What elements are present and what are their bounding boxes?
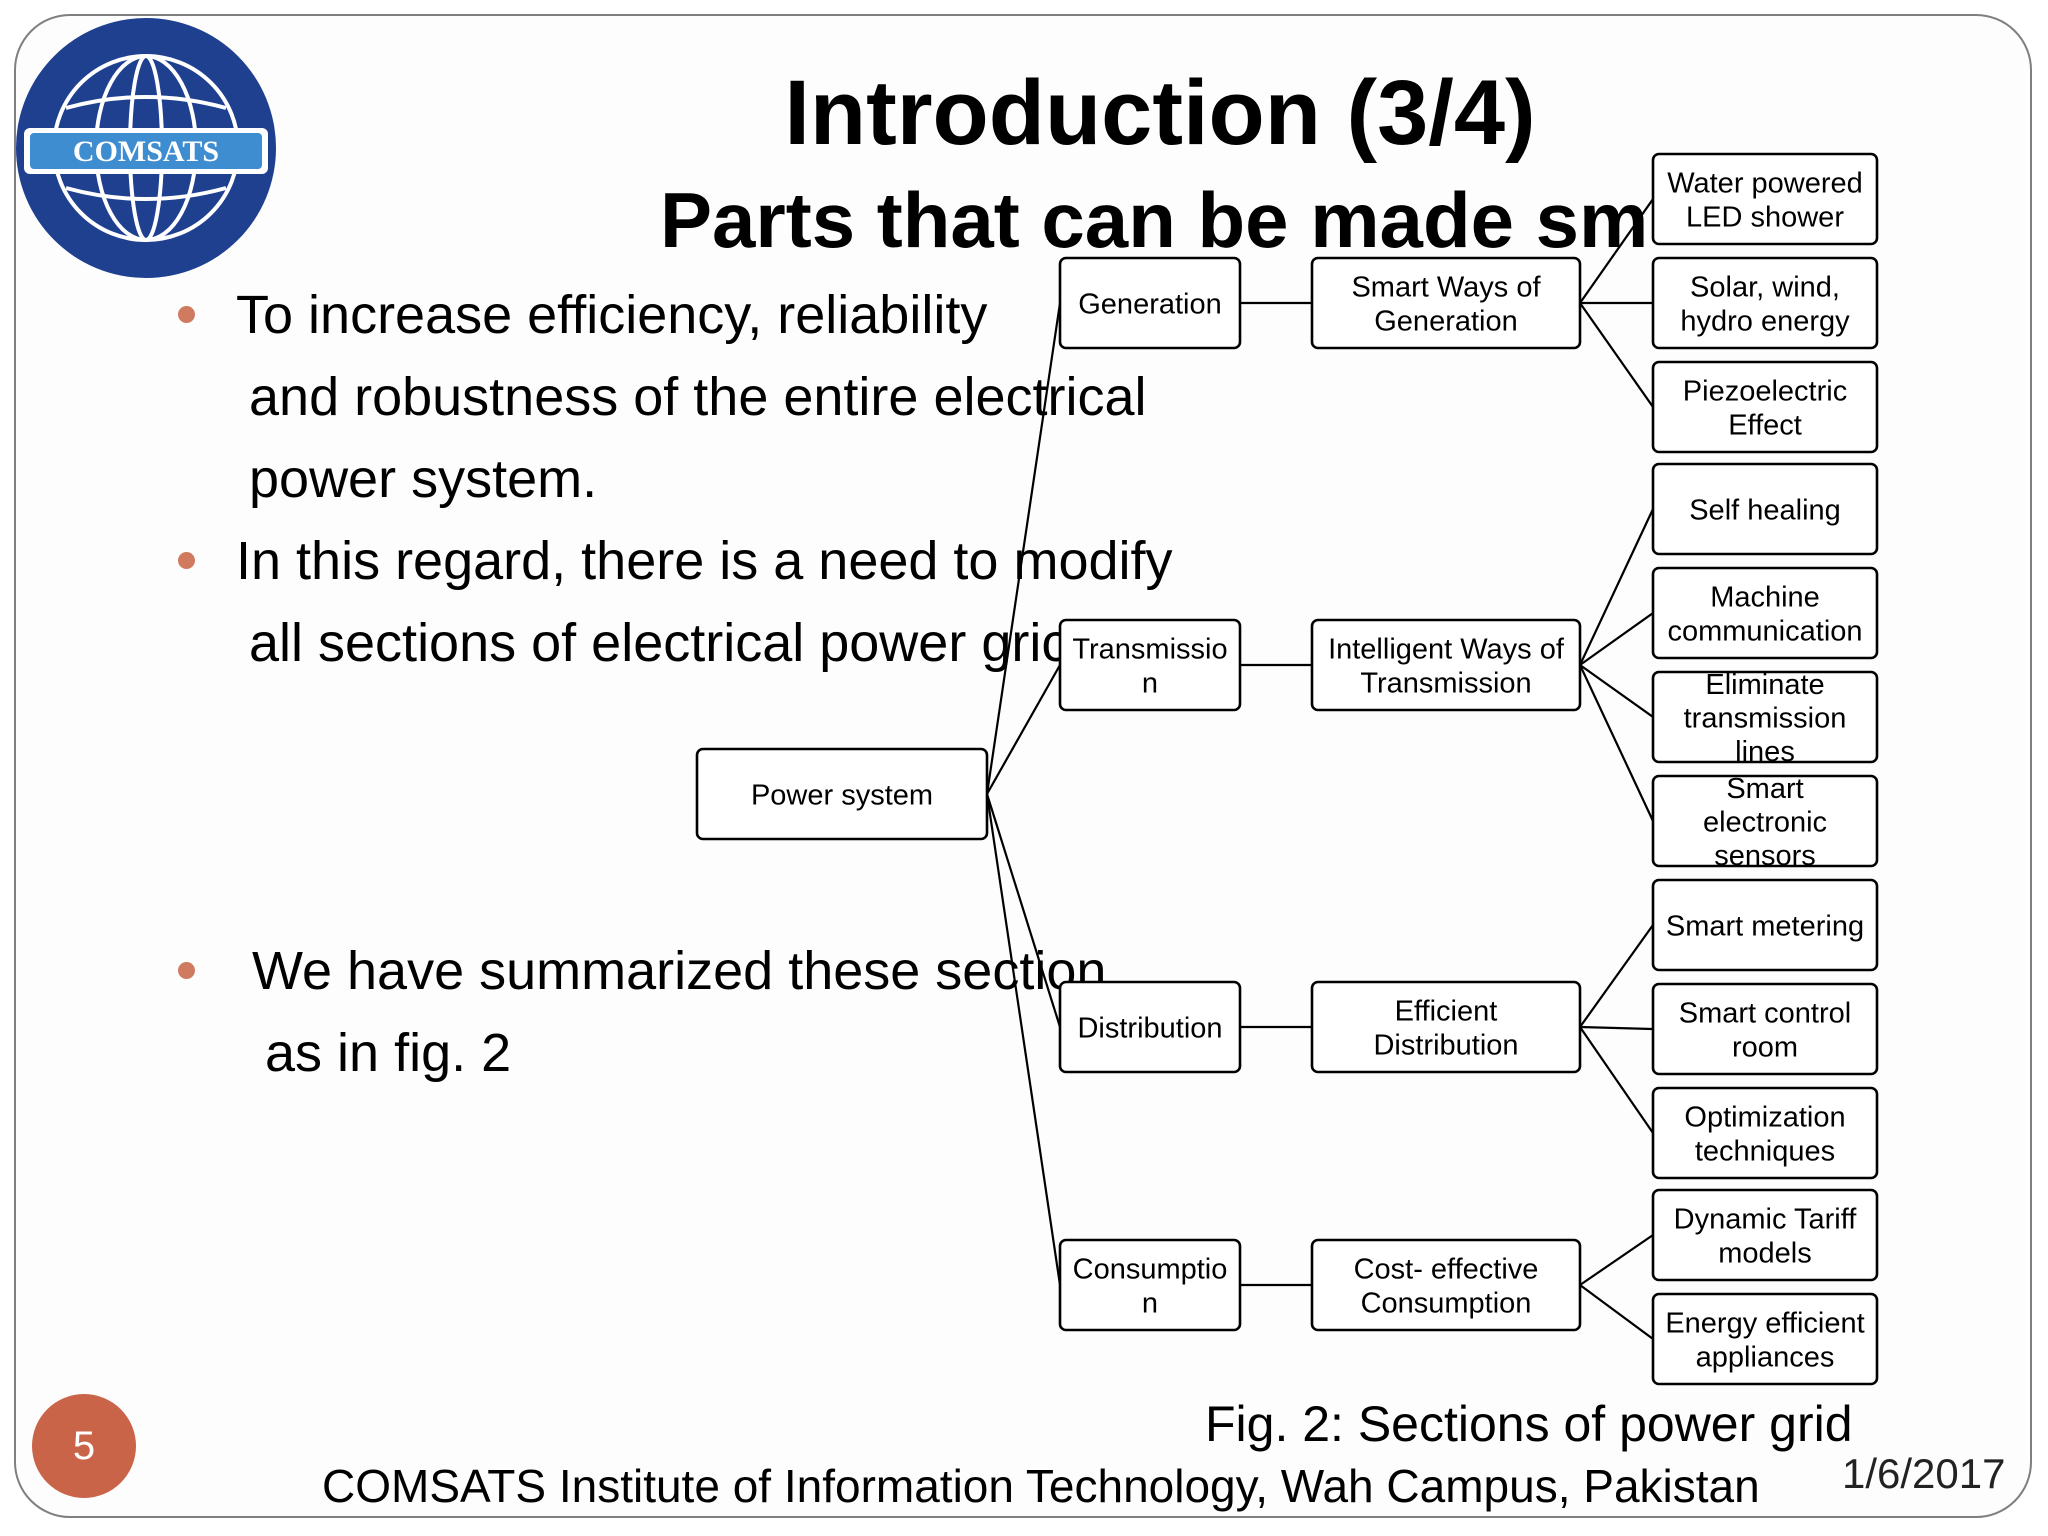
leaf-box	[1651, 1086, 1879, 1180]
connector-line	[1579, 198, 1654, 304]
leaf-box-text: sensors	[1714, 840, 1816, 872]
bullet-dot	[178, 962, 195, 979]
connector-line	[985, 793, 1062, 1286]
bullet-line: In this regard, there is a need to modif…	[236, 531, 1173, 591]
leaf-box-text: hydro energy	[1680, 305, 1850, 337]
bullet-line: To increase efficiency, reliability	[236, 285, 988, 345]
connector-line	[1579, 1026, 1654, 1134]
bullet-dot	[178, 552, 195, 569]
section-box	[1058, 618, 1242, 712]
slide-title: Introduction (3/4)	[784, 62, 1536, 164]
leaf-box-text: Self healing	[1689, 494, 1841, 526]
leaf-box-text: Eliminate	[1705, 669, 1824, 701]
connector-line	[1579, 1025, 1654, 1031]
leaf-box-text: room	[1732, 1031, 1798, 1063]
method-box-text: Generation	[1374, 305, 1518, 337]
leaf-box-text: appliances	[1696, 1341, 1835, 1373]
leaf-box	[1651, 566, 1879, 660]
leaf-box	[1651, 256, 1879, 350]
leaf-box	[1651, 878, 1879, 972]
leaf-box-text: Energy efficient	[1665, 1308, 1864, 1340]
method-box	[1310, 980, 1582, 1074]
leaf-box	[1651, 1292, 1879, 1386]
section-box	[1058, 980, 1242, 1074]
section-box	[1058, 256, 1242, 350]
method-box-text: Distribution	[1373, 1029, 1518, 1061]
leaf-box	[1651, 774, 1879, 868]
connector-line	[1579, 612, 1654, 666]
bullet-line: all sections of electrical power gric	[249, 613, 1069, 673]
leaf-box-text: Dynamic Tariff	[1674, 1204, 1858, 1236]
leaf-box-text: transmission	[1684, 702, 1847, 734]
bullet-summary: We have summarized these section as in f…	[178, 930, 1107, 1094]
leaf-box-text: communication	[1667, 615, 1862, 647]
bullet-modify: In this regard, there is a need to modif…	[178, 520, 1173, 684]
slide-subtitle: Parts that can be made sm	[660, 176, 1649, 264]
leaf-box-text: Effect	[1728, 409, 1802, 441]
leaf-box	[1651, 670, 1879, 764]
method-box	[1310, 618, 1582, 712]
leaf-box-text: Smart metering	[1666, 910, 1864, 942]
leaf-box-text: lines	[1735, 736, 1795, 768]
section-box-text: Generation	[1078, 288, 1222, 320]
leaf-box-text: Solar, wind,	[1690, 272, 1840, 304]
leaf-box	[1651, 1188, 1879, 1282]
bullet-line: power system.	[249, 449, 598, 509]
leaf-box-text: Piezoelectric	[1683, 376, 1847, 408]
method-box-text: Cost- effective	[1354, 1254, 1539, 1286]
connector-line	[986, 664, 1061, 795]
leaf-box	[1651, 152, 1879, 246]
method-box-text: Smart Ways of	[1351, 272, 1541, 304]
root-box-power-system-text: Power system	[751, 779, 933, 811]
leaf-box-text: LED shower	[1686, 201, 1844, 233]
method-box-text: Intelligent Ways of	[1328, 634, 1565, 666]
leaf-box-text: Machine	[1710, 582, 1820, 614]
leaf-box-text: Optimization	[1684, 1102, 1845, 1134]
leaf-box-text: Smart control	[1679, 998, 1851, 1030]
method-box-text: Consumption	[1361, 1287, 1532, 1319]
connector-line	[1579, 924, 1654, 1028]
leaf-box-text: electronic	[1703, 806, 1827, 838]
method-box	[1310, 256, 1582, 350]
slide-date: 1/6/2017	[1842, 1450, 2006, 1497]
connector-line	[1579, 508, 1654, 666]
method-box-text: Efficient	[1395, 996, 1498, 1028]
connector-line	[985, 793, 1062, 1028]
leaf-box	[1651, 360, 1879, 454]
footer-text: COMSATS Institute of Information Technol…	[322, 1460, 1760, 1512]
section-box-text: n	[1142, 667, 1158, 699]
bullet-dot	[178, 306, 195, 323]
bullet-line: and robustness of the entire electrical	[249, 367, 1147, 427]
bullet-line: We have summarized these section	[252, 941, 1107, 1001]
bullet-efficiency: To increase efficiency, reliability and …	[178, 274, 1147, 520]
connector-line	[1579, 664, 1654, 718]
page-number-badge: 5	[32, 1394, 136, 1498]
connector-line	[1579, 1284, 1654, 1340]
comsats-logo: COMSATS	[16, 18, 276, 278]
bullet-line: as in fig. 2	[265, 1023, 512, 1083]
method-box-text: Transmission	[1360, 667, 1531, 699]
leaf-box	[1651, 982, 1879, 1076]
section-box-text: Distribution	[1077, 1012, 1222, 1044]
connector-line	[1579, 664, 1654, 822]
method-box	[1310, 1238, 1582, 1332]
connector-line	[1579, 302, 1654, 408]
section-box	[1058, 1238, 1242, 1332]
logo-text: COMSATS	[73, 135, 219, 168]
connector-line	[985, 302, 1062, 795]
root-box-power-system	[695, 747, 989, 841]
leaf-box-text: Water powered	[1667, 168, 1863, 200]
section-box-text: n	[1142, 1287, 1158, 1319]
figure-caption: Fig. 2: Sections of power grid	[1205, 1396, 1853, 1452]
leaf-box-text: models	[1718, 1237, 1812, 1269]
leaf-box-text: Smart	[1726, 773, 1803, 805]
section-box-text: Consumptio	[1073, 1254, 1228, 1286]
connector-line	[1579, 1234, 1654, 1286]
section-box-text: Transmissio	[1072, 634, 1227, 666]
leaf-box	[1651, 462, 1879, 556]
leaf-box-text: techniques	[1695, 1135, 1835, 1167]
